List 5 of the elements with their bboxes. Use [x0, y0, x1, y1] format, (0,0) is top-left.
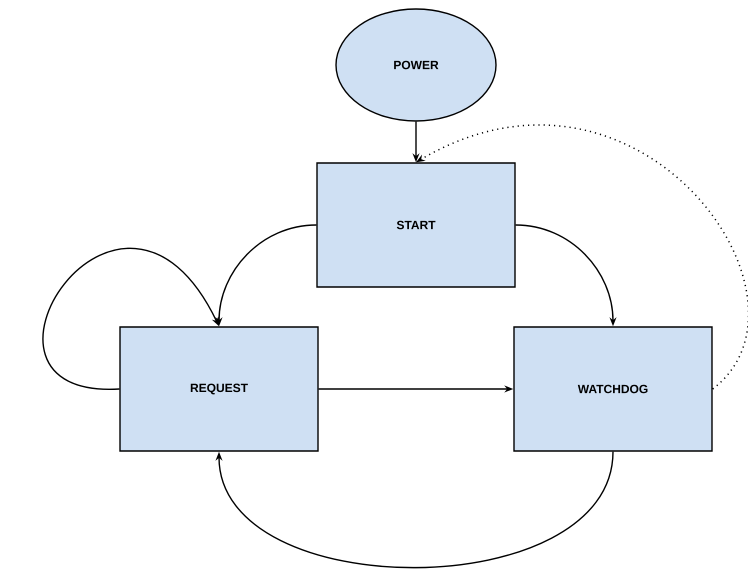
state-box: REQUEST — [119, 326, 319, 452]
state-box: WATCHDOG — [513, 326, 713, 452]
arrow — [42, 248, 219, 390]
state-box: START — [316, 162, 516, 288]
arrow — [215, 452, 614, 568]
